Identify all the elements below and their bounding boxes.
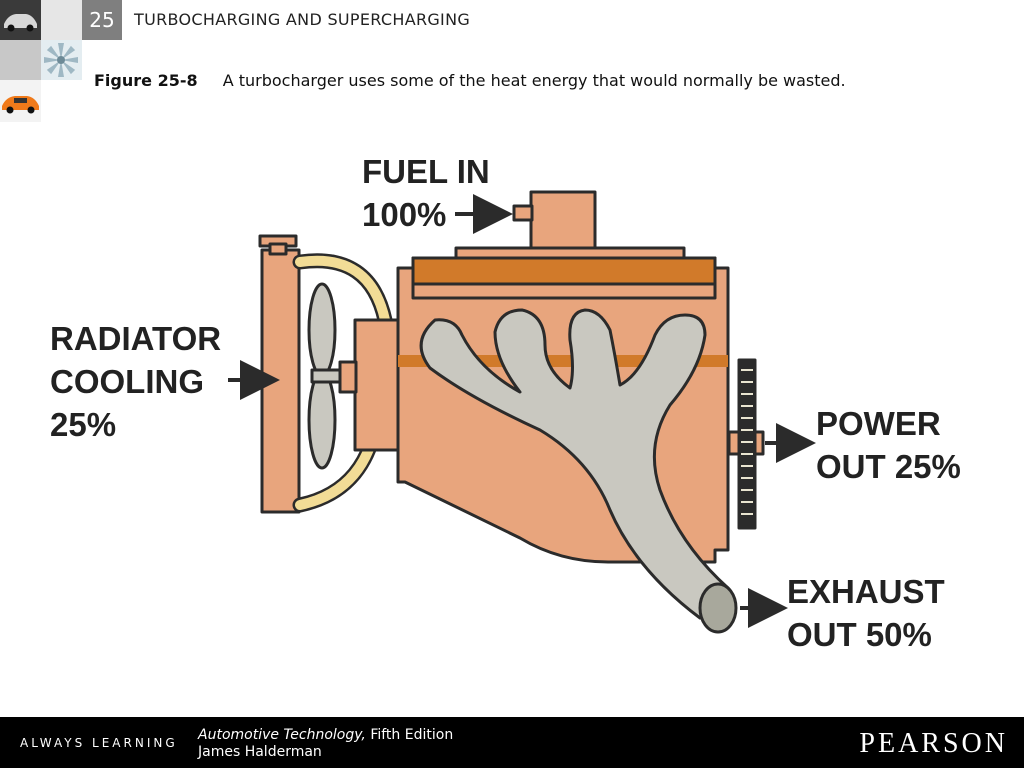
turbine-wheel-thumbnail	[41, 40, 82, 80]
water-pump-housing	[353, 318, 405, 452]
cooling-title: COOLING	[50, 363, 204, 400]
exhaust-manifold	[419, 308, 730, 620]
exhaust-out-label: EXHAUST OUT 50%	[787, 570, 945, 656]
radiator-cooling-label: RADIATOR COOLING 25%	[50, 317, 221, 446]
carburetor	[529, 190, 597, 250]
fuel-in-title: FUEL IN	[362, 153, 490, 190]
radiator-title: RADIATOR	[50, 320, 222, 357]
book-credit: Automotive Technology, Fifth Edition Jam…	[198, 727, 453, 761]
exhaust-pipe-opening	[698, 582, 738, 634]
chapter-number-badge: 25	[82, 0, 122, 40]
figure-number: Figure 25-8	[94, 71, 198, 90]
decorative-tile	[0, 40, 41, 80]
car-thumbnail-orange	[0, 80, 41, 122]
chapter-title: TURBOCHARGING AND SUPERCHARGING	[134, 10, 471, 29]
power-title: POWER	[816, 405, 941, 442]
footer-bar: ALWAYS LEARNING Automotive Technology, F…	[0, 717, 1024, 768]
exhaust-title: EXHAUST	[787, 573, 945, 610]
car-thumbnail-silver	[0, 0, 41, 40]
publisher-logo: PEARSON	[859, 728, 1008, 759]
fan-blade-lower	[307, 370, 337, 470]
power-percent: OUT 25%	[816, 448, 961, 485]
book-author: James Halderman	[198, 744, 322, 760]
engine-heat-energy-diagram: FUEL IN 100% RADIATOR COOLING 25% POWER …	[0, 130, 1024, 680]
fuel-in-percent: 100%	[362, 196, 447, 233]
book-title: Automotive Technology,	[198, 727, 366, 743]
tagline: ALWAYS LEARNING	[20, 736, 178, 750]
fuel-inlet-fitting	[512, 204, 534, 222]
figure-caption-text: A turbocharger uses some of the heat ene…	[222, 71, 846, 90]
book-edition: Fifth Edition	[370, 727, 454, 743]
fuel-in-label: FUEL IN 100%	[362, 150, 490, 236]
decorative-tile	[41, 0, 82, 40]
upper-radiator-hose	[295, 255, 390, 325]
radiator-percent: 25%	[50, 406, 117, 443]
engine-illustration	[228, 190, 816, 634]
power-out-label: POWER OUT 25%	[816, 402, 961, 488]
exhaust-percent: OUT 50%	[787, 616, 932, 653]
flywheel-gear	[737, 358, 757, 530]
fan-blade-upper	[307, 282, 337, 378]
figure-caption: Figure 25-8 A turbocharger uses some of …	[94, 71, 846, 90]
